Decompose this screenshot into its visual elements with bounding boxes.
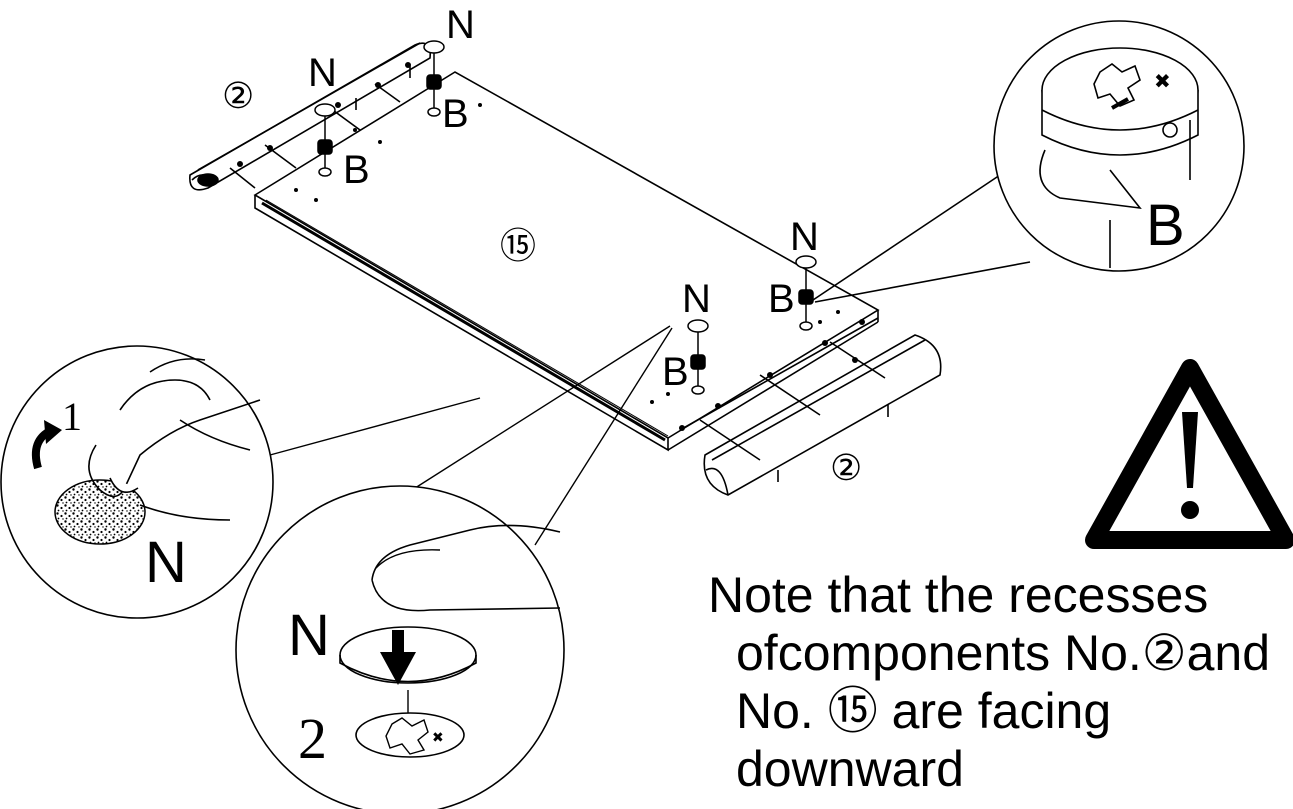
side-rail-bottom [679, 317, 942, 496]
label-component-2-top: ② [222, 76, 254, 116]
step-2-label: 2 [298, 706, 327, 771]
label-b-bottom-left: B [662, 350, 689, 394]
rotate-arrow-icon [31, 420, 62, 470]
label-n-top-left: N [308, 51, 337, 95]
label-b-bottom-right: B [768, 277, 795, 321]
label-b-top-left: B [343, 148, 370, 192]
label-component-15: ⑮ [500, 226, 536, 266]
label-n-top-right: N [446, 3, 475, 47]
detail-cam-lock: ✖ [809, 20, 1245, 303]
detail-label-b: B [1146, 193, 1185, 258]
side-rail-top [189, 42, 432, 191]
step-1-n-label: N [145, 530, 187, 595]
detail-step-1 [0, 345, 481, 619]
note-line-3: No. ⑮ are facing [736, 683, 1112, 739]
note-line-1: Note that the recesses [708, 567, 1209, 623]
label-component-2-bottom: ② [830, 448, 862, 488]
detail-step-2: ✖ [235, 325, 673, 809]
step-2-n-label: N [288, 603, 330, 668]
svg-text:✖: ✖ [1154, 71, 1171, 93]
panel-15 [253, 71, 880, 452]
label-n-bottom-left: N [682, 277, 711, 321]
label-n-bottom-right: N [790, 215, 819, 259]
arrow-down-icon [380, 630, 416, 685]
warning-triangle-icon [1085, 359, 1293, 549]
step-1-label: 1 [62, 394, 82, 439]
note-line-2: ofcomponents No.②and [736, 625, 1271, 681]
label-b-top-right: B [442, 92, 469, 136]
assembly-note: Note that the recesses ofcomponents No.②… [708, 566, 1293, 809]
svg-text:✖: ✖ [432, 729, 444, 745]
note-line-4: downward [736, 741, 964, 797]
cam-lock-fittings [314, 40, 817, 395]
